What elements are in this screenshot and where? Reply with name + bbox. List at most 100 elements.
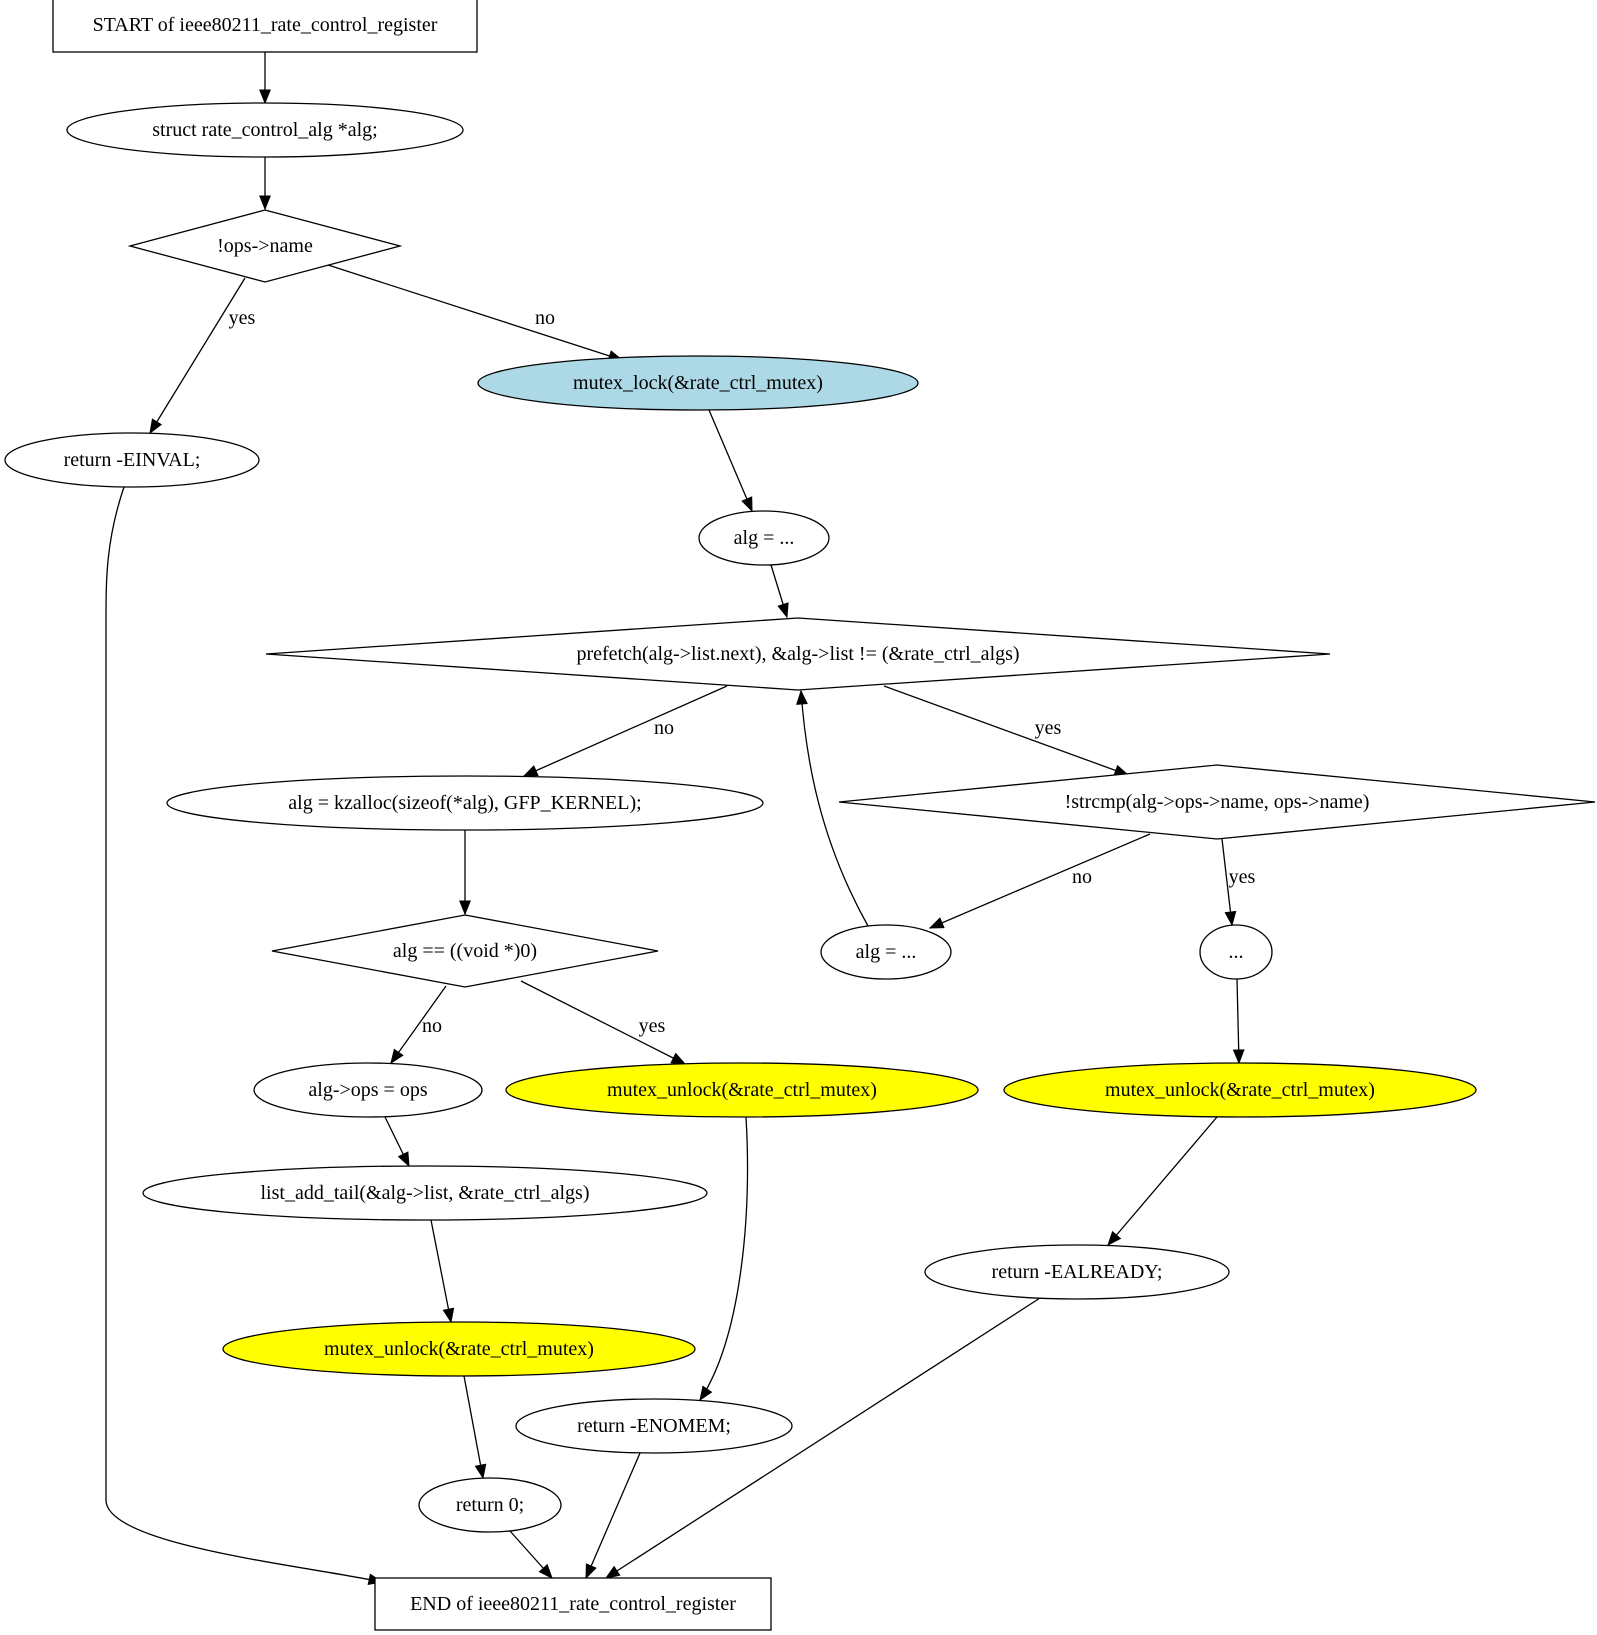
edge-unlock_ok-to-ret_zero bbox=[463, 1375, 487, 1480]
edge-line bbox=[585, 1452, 641, 1579]
edge-line bbox=[605, 1297, 1041, 1579]
arrowhead bbox=[604, 1565, 621, 1579]
node-shape-ellipse bbox=[820, 924, 952, 980]
edge-label: yes bbox=[1035, 717, 1062, 739]
edge-line bbox=[1221, 838, 1233, 926]
edge-ret_enomem-to-end bbox=[585, 1452, 641, 1580]
node-kzalloc: alg = kzalloc(sizeof(*alg), GFP_KERNEL); bbox=[166, 775, 764, 831]
edge-line bbox=[523, 685, 728, 777]
node-shape-diamond bbox=[265, 617, 1331, 691]
arrowhead bbox=[522, 765, 539, 777]
node-label: list_add_tail(&alg->list, &rate_ctrl_alg… bbox=[261, 1182, 590, 1204]
node-label: return -EINVAL; bbox=[64, 449, 201, 471]
edge-start-to-decl bbox=[259, 52, 271, 105]
node-shape-diamond bbox=[127, 209, 403, 283]
node-shape-ellipse bbox=[1003, 1062, 1477, 1118]
edge-dots-to-unlock_already bbox=[1232, 978, 1245, 1065]
edge-alg_next-to-loop_cond bbox=[796, 689, 869, 927]
edge-line bbox=[105, 486, 383, 1583]
edge-label: yes bbox=[1229, 866, 1256, 888]
edge-kzalloc-to-null_check bbox=[459, 830, 471, 916]
arrowhead bbox=[390, 1048, 404, 1065]
edge-label: no bbox=[654, 717, 674, 739]
arrowhead bbox=[474, 1463, 487, 1480]
node-set-ops: alg->ops = ops bbox=[253, 1062, 483, 1118]
node-shape-ellipse bbox=[698, 510, 830, 566]
edge-strcmp-to-alg_next: no bbox=[928, 833, 1151, 929]
edge-set_ops-to-list_add bbox=[384, 1116, 410, 1168]
arrowhead bbox=[259, 89, 271, 105]
node-shape-ellipse bbox=[66, 102, 464, 158]
arrowhead bbox=[1224, 910, 1237, 927]
edge-cond_name-to-lock: no bbox=[327, 264, 624, 362]
node-dots: ... bbox=[1199, 924, 1273, 980]
arrowhead bbox=[1232, 1049, 1245, 1065]
edge-loop_cond-to-strcmp: yes bbox=[883, 685, 1130, 776]
edge-null_check-to-set_ops: no bbox=[390, 985, 447, 1065]
edge-line bbox=[929, 833, 1151, 929]
node-shape-diamond bbox=[271, 914, 659, 988]
edge-line bbox=[430, 1219, 452, 1323]
edge-unlock_nomem-to-ret_enomem bbox=[699, 1116, 749, 1402]
node-shape-ellipse bbox=[1199, 924, 1273, 980]
node-label: !ops->name bbox=[217, 235, 313, 257]
node-label: alg->ops = ops bbox=[308, 1079, 427, 1101]
node-shape-ellipse bbox=[418, 1477, 562, 1533]
node-unlock-already: mutex_unlock(&rate_ctrl_mutex) bbox=[1003, 1062, 1477, 1118]
node-list-add: list_add_tail(&alg->list, &rate_ctrl_alg… bbox=[142, 1165, 708, 1221]
arrowhead bbox=[699, 1385, 713, 1402]
node-ret-enomem: return -ENOMEM; bbox=[515, 1398, 793, 1454]
edge-line bbox=[800, 690, 869, 927]
node-label: mutex_lock(&rate_ctrl_mutex) bbox=[573, 372, 823, 394]
node-label: return 0; bbox=[456, 1494, 524, 1516]
arrowhead bbox=[397, 1151, 410, 1168]
node-start: START of ieee80211_rate_control_register bbox=[52, 0, 478, 53]
node-shape-ellipse bbox=[924, 1244, 1230, 1300]
node-shape-ellipse bbox=[222, 1321, 696, 1377]
node-shape-ellipse bbox=[505, 1062, 979, 1118]
node-ret-zero: return 0; bbox=[418, 1477, 562, 1533]
node-label: return -ENOMEM; bbox=[577, 1415, 731, 1437]
arrowhead bbox=[741, 496, 753, 513]
node-label: !strcmp(alg->ops->name, ops->name) bbox=[1065, 791, 1370, 813]
edge-label: no bbox=[422, 1015, 442, 1037]
node-cond-name: !ops->name bbox=[127, 209, 403, 283]
node-lock: mutex_lock(&rate_ctrl_mutex) bbox=[477, 355, 919, 411]
node-label: alg == ((void *)0) bbox=[393, 940, 537, 962]
node-label: alg = ... bbox=[856, 941, 917, 963]
edge-label: yes bbox=[639, 1015, 666, 1037]
edge-line bbox=[149, 277, 246, 434]
edge-list_add-to-unlock_ok bbox=[430, 1219, 455, 1324]
edge-alg_init-to-loop_cond bbox=[770, 564, 789, 619]
arrowhead bbox=[1107, 1230, 1122, 1247]
node-label: mutex_unlock(&rate_ctrl_mutex) bbox=[607, 1079, 877, 1101]
edge-ret_zero-to-end bbox=[509, 1530, 553, 1580]
arrowhead bbox=[149, 418, 163, 435]
edge-line bbox=[390, 985, 447, 1064]
edge-loop_cond-to-kzalloc: no bbox=[522, 685, 728, 777]
arrowhead bbox=[459, 900, 471, 916]
arrowhead bbox=[538, 1563, 553, 1580]
arrowhead bbox=[928, 917, 945, 929]
nodes-layer: START of ieee80211_rate_control_register… bbox=[4, 0, 1596, 1631]
node-shape-diamond bbox=[838, 764, 1596, 840]
arrowhead bbox=[442, 1307, 455, 1324]
node-label: mutex_unlock(&rate_ctrl_mutex) bbox=[324, 1338, 594, 1360]
edge-line bbox=[1236, 978, 1240, 1064]
node-shape-ellipse bbox=[253, 1062, 483, 1118]
arrowhead bbox=[585, 1563, 597, 1580]
edge-cond_name-to-ret_einval: yes bbox=[149, 277, 256, 435]
node-shape-box bbox=[52, 0, 478, 53]
node-label: ... bbox=[1229, 941, 1244, 963]
node-label: mutex_unlock(&rate_ctrl_mutex) bbox=[1105, 1079, 1375, 1101]
arrowhead bbox=[777, 602, 789, 619]
node-unlock-ok: mutex_unlock(&rate_ctrl_mutex) bbox=[222, 1321, 696, 1377]
edge-line bbox=[708, 409, 753, 512]
edge-strcmp-to-dots: yes bbox=[1221, 838, 1256, 927]
edge-label: yes bbox=[229, 307, 256, 329]
edge-null_check-to-unlock_nomem: yes bbox=[520, 980, 687, 1065]
edge-lock-to-alg_init bbox=[708, 409, 753, 513]
edge-label: no bbox=[535, 307, 555, 329]
node-label: struct rate_control_alg *alg; bbox=[152, 119, 377, 141]
